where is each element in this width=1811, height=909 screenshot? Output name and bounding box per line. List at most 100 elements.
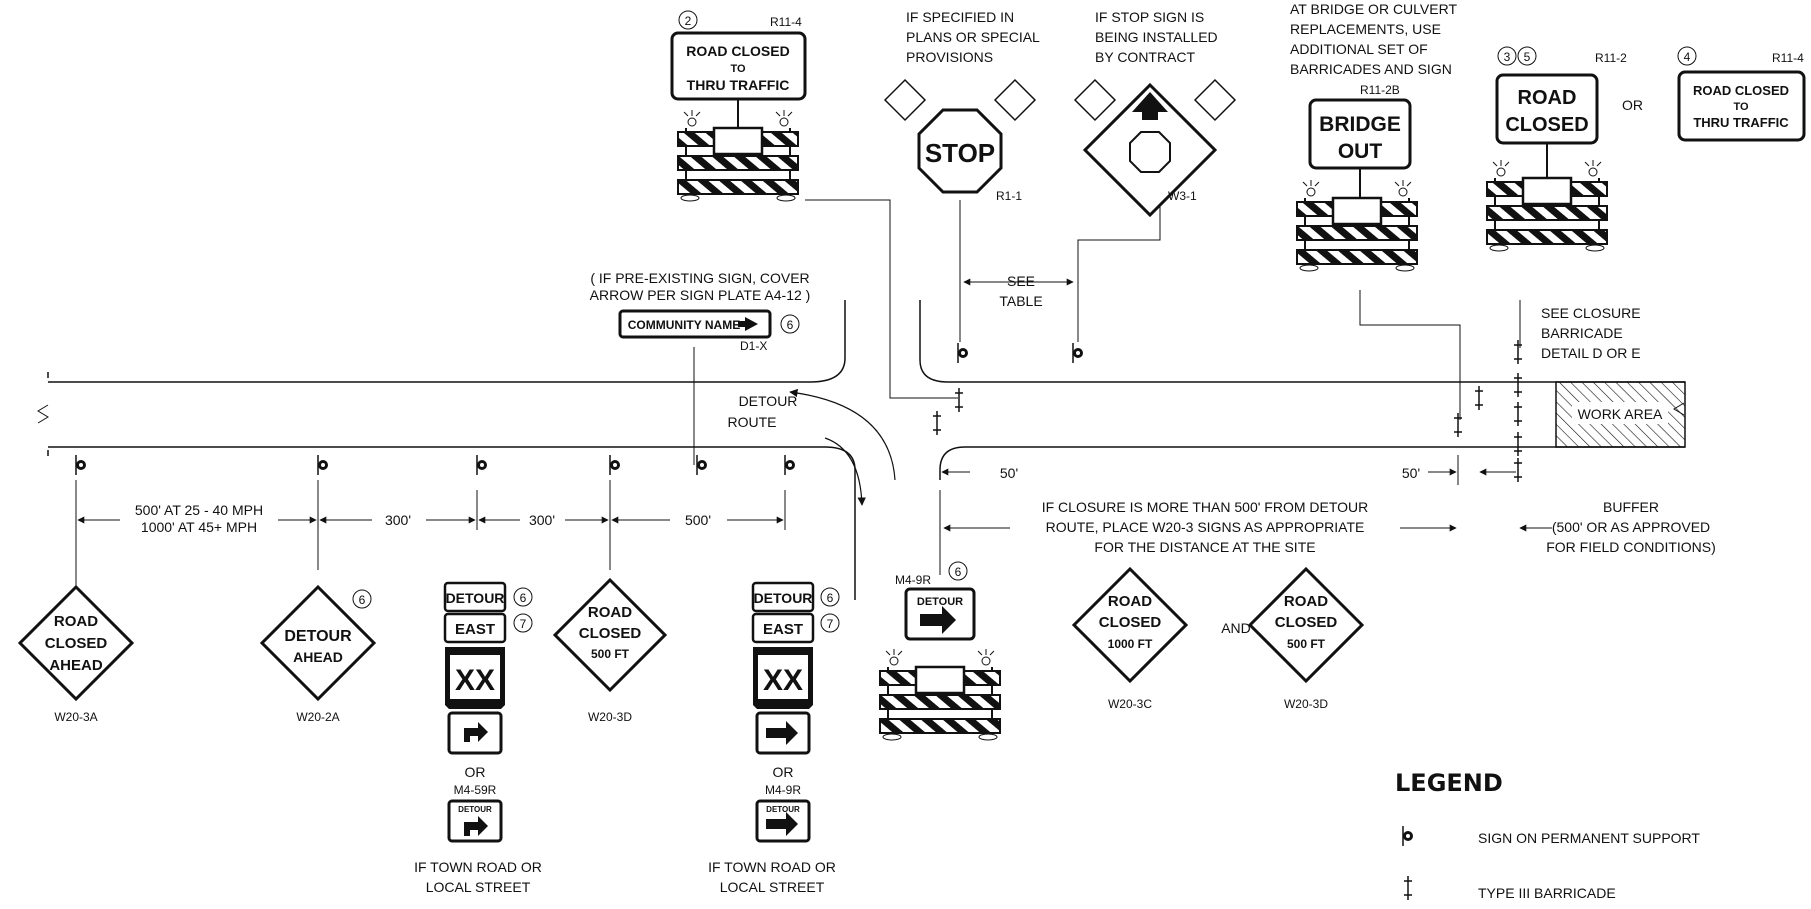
- svg-text:IF CLOSURE IS MORE THAN 500' F: IF CLOSURE IS MORE THAN 500' FROM DETOUR: [1042, 499, 1369, 515]
- dimension-lines: [75, 278, 1552, 532]
- svg-text:4: 4: [1684, 50, 1691, 64]
- distance-50a: 50': [1000, 465, 1018, 481]
- distance-50b: 50': [1402, 465, 1420, 481]
- distance-first-line1: 500' AT 25 - 40 MPH: [135, 502, 263, 518]
- svg-text:ROAD CLOSED: ROAD CLOSED: [686, 43, 789, 59]
- svg-text:DETOUR: DETOUR: [284, 628, 352, 645]
- route-assembly-right: DETOUR 6 EAST 7 XX OR M4-9R DETOUR IF TO…: [708, 581, 840, 895]
- work-area-label: WORK AREA: [1578, 406, 1663, 422]
- svg-text:OR: OR: [773, 764, 794, 780]
- turn-right-arrow-icon: [464, 722, 488, 742]
- svg-text:ROUTE: ROUTE: [728, 414, 777, 430]
- svg-text:R11-2B: R11-2B: [1360, 83, 1400, 97]
- legend-title: LEGEND: [1395, 769, 1503, 797]
- road-closed-thru-traffic-sign-left: 2 R11-4 ROAD CLOSED TO THRU TRAFFIC: [670, 10, 807, 203]
- svg-text:2: 2: [685, 14, 692, 28]
- svg-text:LOCAL STREET: LOCAL STREET: [426, 879, 531, 895]
- svg-text:COMMUNITY NAME: COMMUNITY NAME: [628, 318, 740, 332]
- svg-text:ARROW PER SIGN PLATE A4-12 ): ARROW PER SIGN PLATE A4-12 ): [590, 287, 811, 303]
- distance-first-line2: 1000' AT 45+ MPH: [141, 519, 257, 535]
- svg-text:W20-3C: W20-3C: [1108, 697, 1152, 711]
- svg-text:EAST: EAST: [455, 621, 495, 638]
- svg-text:W20-3D: W20-3D: [588, 710, 632, 724]
- svg-text:D1-X: D1-X: [740, 339, 767, 353]
- if-stop-note: IF STOP SIGN IS BEING INSTALLED BY CONTR…: [1095, 9, 1218, 65]
- road-closed-sign: 3 5 R11-2 ROAD CLOSED: [1485, 46, 1627, 253]
- svg-text:AHEAD: AHEAD: [49, 657, 103, 674]
- distance-500: 500': [685, 512, 711, 528]
- svg-text:THRU TRAFFIC: THRU TRAFFIC: [687, 77, 790, 93]
- svg-text:FOR FIELD CONDITIONS): FOR FIELD CONDITIONS): [1546, 539, 1716, 555]
- see-closure-note: SEE CLOSURE BARRICADE DETAIL D OR E: [1541, 305, 1641, 361]
- svg-text:TABLE: TABLE: [999, 293, 1042, 309]
- arrow-right-icon: [920, 606, 956, 634]
- stop-octagon-icon: [1129, 131, 1171, 173]
- svg-text:OUT: OUT: [1338, 140, 1383, 163]
- barricade-icon: [1403, 875, 1413, 901]
- if-specified-note: IF SPECIFIED IN PLANS OR SPECIAL PROVISI…: [906, 9, 1040, 65]
- svg-text:ROAD: ROAD: [54, 613, 98, 630]
- svg-text:DETOUR: DETOUR: [446, 590, 505, 606]
- road-closed-500ft-sign-2: ROAD CLOSED 500 FT W20-3D: [1247, 566, 1365, 711]
- svg-text:LOCAL STREET: LOCAL STREET: [720, 879, 825, 895]
- stop-sign: STOP R1-1: [883, 78, 1037, 203]
- svg-text:XX: XX: [455, 664, 495, 697]
- svg-text:STOP: STOP: [925, 138, 995, 168]
- svg-text:ROAD: ROAD: [1518, 87, 1577, 109]
- svg-text:TO: TO: [730, 63, 746, 75]
- sign-supports: [75, 342, 1084, 476]
- detour-arrow-sign-with-barricade: M4-9R 6 DETOUR: [878, 561, 1002, 742]
- svg-text:DETOUR: DETOUR: [917, 596, 963, 608]
- road-network: [37, 300, 1685, 600]
- svg-text:R11-2: R11-2: [1595, 51, 1627, 65]
- buffer-note: BUFFER (500' OR AS APPROVED FOR FIELD CO…: [1546, 499, 1716, 555]
- arrow-up-icon: [1132, 92, 1168, 120]
- svg-text:DETAIL D OR E: DETAIL D OR E: [1541, 345, 1641, 361]
- svg-text:1000 FT: 1000 FT: [1108, 637, 1153, 651]
- svg-text:CLOSED: CLOSED: [579, 625, 642, 642]
- detour-ahead-sign: DETOUR AHEAD 6 W20-2A: [259, 584, 377, 724]
- svg-text:OR: OR: [465, 764, 486, 780]
- preexisting-note: ( IF PRE-EXISTING SIGN, COVER ARROW PER …: [590, 270, 811, 303]
- distance-300b: 300': [529, 512, 555, 528]
- svg-text:ROAD CLOSED: ROAD CLOSED: [1693, 83, 1789, 98]
- and-label: AND: [1221, 620, 1251, 636]
- svg-text:500 FT: 500 FT: [591, 647, 630, 661]
- svg-text:5: 5: [1524, 50, 1531, 64]
- road-closed-1000ft-sign: ROAD CLOSED 1000 FT W20-3C: [1071, 566, 1189, 711]
- svg-text:7: 7: [827, 617, 834, 631]
- svg-text:6: 6: [359, 593, 366, 607]
- svg-text:7: 7: [520, 617, 527, 631]
- svg-text:BUFFER: BUFFER: [1603, 499, 1659, 515]
- work-area: WORK AREA: [1555, 381, 1686, 448]
- svg-text:M4-59R: M4-59R: [454, 783, 497, 797]
- detour-route-label: DETOUR: [739, 393, 798, 409]
- svg-text:ADDITIONAL SET OF: ADDITIONAL SET OF: [1290, 41, 1428, 57]
- detour-arrow-down: [824, 437, 866, 506]
- svg-text:W20-2A: W20-2A: [296, 710, 339, 724]
- detour-arrow-left: [789, 388, 896, 481]
- svg-text:SEE CLOSURE: SEE CLOSURE: [1541, 305, 1641, 321]
- legend-item-label: SIGN ON PERMANENT SUPPORT: [1478, 830, 1700, 846]
- svg-text:R11-4: R11-4: [770, 15, 802, 29]
- svg-text:IF SPECIFIED IN: IF SPECIFIED IN: [906, 9, 1014, 25]
- svg-text:AHEAD: AHEAD: [293, 649, 343, 665]
- svg-text:THRU TRAFFIC: THRU TRAFFIC: [1693, 115, 1789, 130]
- arrow-right-icon: [738, 317, 758, 331]
- svg-text:CLOSED: CLOSED: [1505, 114, 1588, 136]
- svg-text:BRIDGE: BRIDGE: [1319, 113, 1401, 136]
- svg-text:ROAD: ROAD: [1108, 593, 1152, 610]
- svg-text:6: 6: [827, 591, 834, 605]
- svg-text:IF TOWN ROAD OR: IF TOWN ROAD OR: [414, 859, 542, 875]
- or-label: OR: [1622, 97, 1643, 113]
- svg-text:BARRICADES AND SIGN: BARRICADES AND SIGN: [1290, 61, 1452, 77]
- svg-text:R11-4: R11-4: [1772, 51, 1804, 65]
- svg-text:BARRICADE: BARRICADE: [1541, 325, 1623, 341]
- svg-text:ROAD: ROAD: [1284, 593, 1328, 610]
- svg-text:DETOUR: DETOUR: [458, 805, 492, 814]
- svg-text:AT BRIDGE OR CULVERT: AT BRIDGE OR CULVERT: [1290, 1, 1457, 17]
- bridge-out-sign: R11-2B BRIDGE OUT: [1295, 83, 1419, 273]
- svg-text:CLOSED: CLOSED: [45, 635, 108, 652]
- svg-text:BY CONTRACT: BY CONTRACT: [1095, 49, 1196, 65]
